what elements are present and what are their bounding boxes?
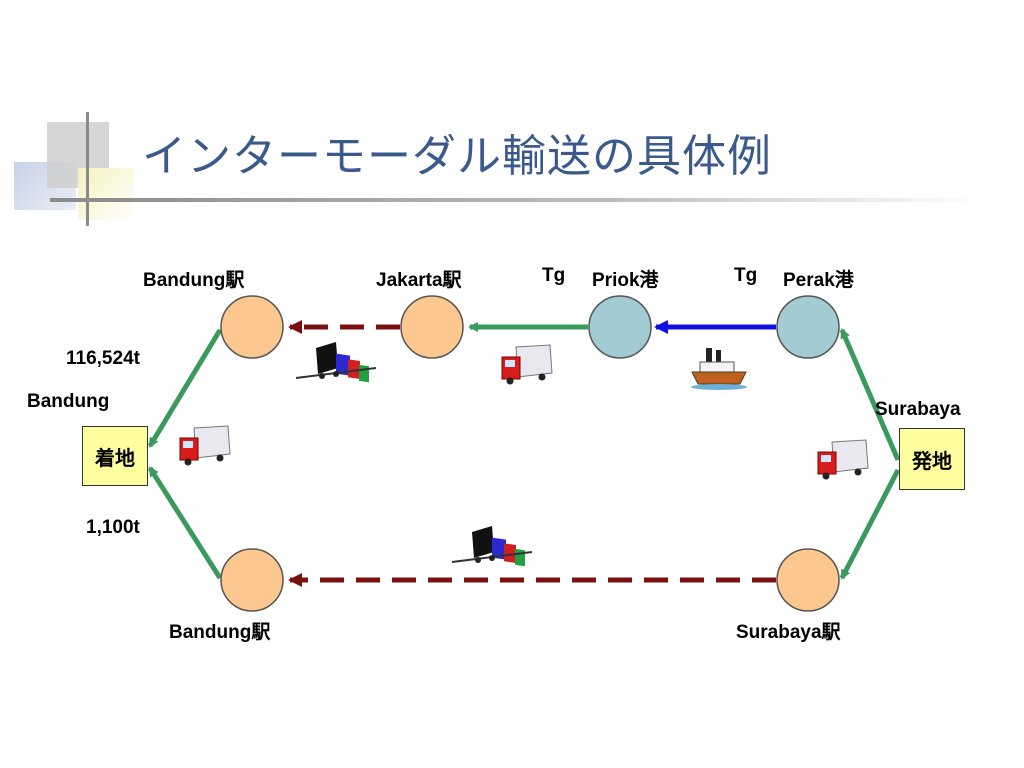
title-underline: [50, 198, 980, 202]
truck-route-bandung-station-top-to-destination: [147, 328, 223, 448]
node-bandung-station-bottom: [220, 548, 284, 612]
label-jakarta-station: Jakarta駅: [376, 270, 462, 291]
origin-box: 発地: [899, 428, 965, 490]
label-volume-bottom: 1,100t: [86, 517, 140, 538]
label-bandung-station-bottom: Bandung駅: [169, 622, 271, 643]
truck-icon: [179, 425, 231, 466]
decor-vertical-line: [86, 112, 89, 226]
truck-route-origin-to-surabaya-station: [839, 468, 901, 580]
truck-route-bandung-station-bottom-to-destination: [147, 466, 223, 580]
label-surabaya-city: Surabaya: [875, 399, 961, 420]
destination-box: 着地: [82, 426, 148, 486]
label-tg-perak-port: Perak港: [783, 270, 854, 291]
truck-route-origin-to-perak: [839, 328, 901, 461]
train-icon: [295, 342, 377, 383]
node-tg-priok-port: [588, 295, 652, 359]
label-tg-priok-tg: Tg: [542, 265, 566, 286]
label-volume-top: 116,524t: [66, 348, 140, 369]
node-tg-perak-port: [776, 295, 840, 359]
label-bandung-city: Bandung: [27, 391, 110, 412]
train-icon: [451, 526, 533, 567]
label-tg-perak-tg: Tg: [734, 265, 758, 286]
label-bandung-station-top: Bandung駅: [143, 270, 245, 291]
node-bandung-station-top: [220, 295, 284, 359]
slide-title: インターモーダル輸送の具体例: [142, 131, 772, 182]
label-tg-priok-port: Priok港: [592, 270, 659, 291]
ship-icon: [691, 348, 747, 390]
label-surabaya-station: Surabaya駅: [736, 622, 841, 643]
node-surabaya-station: [776, 548, 840, 612]
truck-icon: [501, 344, 553, 385]
node-jakarta-station: [400, 295, 464, 359]
truck-icon: [817, 439, 869, 480]
